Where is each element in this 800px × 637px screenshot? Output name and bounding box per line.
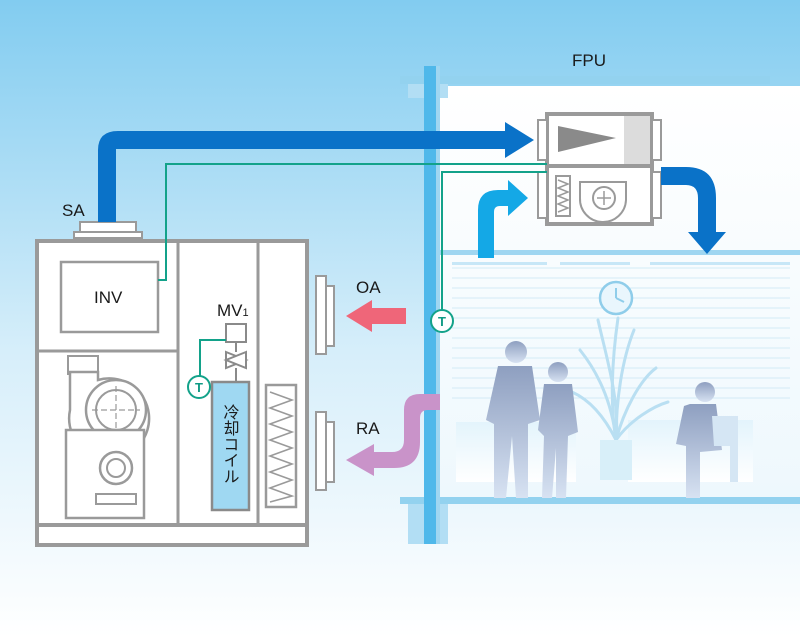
- building-column: [424, 66, 436, 544]
- mv-label-main: MV: [217, 301, 243, 320]
- ceiling-slits: [452, 262, 790, 265]
- fpu-supply-arrow: [661, 167, 726, 254]
- fan-icon: [578, 181, 627, 224]
- column-edge: [436, 66, 440, 544]
- ceiling-line: [436, 250, 800, 255]
- fpu-nozzle: [558, 126, 616, 152]
- plant-pot: [600, 440, 632, 480]
- upper-slab: [400, 76, 770, 84]
- temperature-sensor-icon: T: [430, 309, 454, 333]
- fpu-top-side: [624, 116, 650, 164]
- cooling-coil: [210, 380, 251, 512]
- inv-label: INV: [94, 288, 123, 307]
- people-silhouettes: [486, 341, 738, 498]
- plant-icon: [570, 316, 670, 442]
- oa-damper-icon: [315, 275, 335, 355]
- control-lines: [158, 163, 547, 382]
- valve-icon: [223, 323, 249, 382]
- filter-icon: [555, 175, 571, 217]
- sa-label: SA: [62, 201, 85, 220]
- mv-label-sub: 1: [243, 307, 249, 319]
- ahu-filter-icon: [264, 383, 298, 509]
- fpu-label: FPU: [572, 51, 606, 70]
- ahu-fan-icon: [64, 355, 151, 520]
- coil-label: 冷却コイル: [221, 404, 240, 484]
- coil-temperature-sensor-icon: T: [187, 375, 211, 399]
- floor-slab: [400, 497, 800, 504]
- clock-icon: [598, 280, 634, 316]
- ahu-base: [35, 523, 309, 547]
- building-room: [400, 66, 800, 544]
- coil-sensor-label: T: [195, 380, 203, 395]
- ahu-unit: [35, 221, 335, 547]
- outside-air-arrow: [346, 300, 406, 332]
- ra-damper-icon: [315, 411, 335, 491]
- ra-label: RA: [356, 419, 380, 438]
- fpu-unit: [537, 112, 662, 226]
- fpu-return-arrow: [478, 180, 528, 258]
- supply-air-arrow: [98, 122, 534, 222]
- inverter-box: [59, 260, 160, 334]
- mv-label: MV1: [217, 301, 249, 320]
- return-air-arrow: [346, 394, 440, 476]
- oa-label: OA: [356, 278, 381, 297]
- room-sensor-label: T: [438, 314, 446, 329]
